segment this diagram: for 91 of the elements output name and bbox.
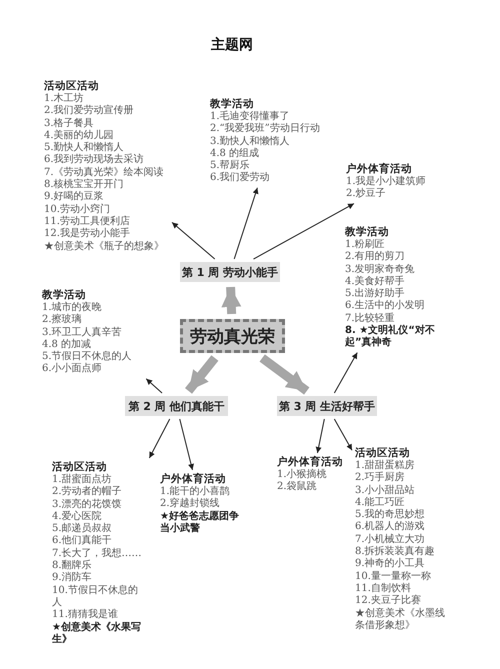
list-item: 7.《劳动真光荣》绘本阅读 (44, 166, 165, 178)
theme-box: 劳动真光荣 (180, 319, 285, 353)
list-item: 2.擦玻璃 (42, 314, 83, 327)
list-item: 1.木工坊 (44, 93, 85, 104)
list-item: 7.长大了，我想…… (52, 548, 143, 560)
list-item: 9.好喝的豆浆 (44, 191, 105, 204)
list-item: 1.小猴摘桃 (277, 469, 328, 480)
list-heading: 活动区活动 (44, 80, 100, 92)
list-item: 1.甜蜜面点坊 (52, 474, 113, 486)
list-item: 4.美丽的幼儿园 (44, 130, 115, 142)
list-item: 7.小机械立大功 (355, 534, 426, 546)
arrow (234, 187, 258, 260)
list-heading: 活动区活动 (52, 461, 108, 474)
list-item: 4.爱心医院 (52, 510, 103, 522)
arrow (172, 222, 216, 260)
list-heading: 户外体育活动 (160, 473, 227, 486)
list-item: 6.机器人的游戏 (355, 521, 426, 534)
block-arrow (260, 354, 310, 395)
list-item: 1.粉刷匠 (345, 239, 385, 251)
list-item: 1.甜甜蛋糕房 (355, 460, 416, 472)
list-item: 6.小小面点师 (42, 363, 103, 376)
list-item: 7.比较轻重 (345, 312, 396, 324)
week-box: 第 3 周 生活好帮手 (277, 396, 377, 416)
list-item: 10.量一量称一称 (355, 570, 432, 582)
list-item: 6.我到劳动现场去采访 (44, 154, 145, 166)
list-item: 2.袋鼠跳 (277, 481, 318, 494)
list-item: 12.夹豆子比赛 (355, 595, 422, 608)
list-item: 2.我们爱劳动宣传册 (44, 105, 135, 118)
list-item: 4.8 的组成 (210, 148, 260, 160)
list-item: 5.勤快人和懒惰人 (44, 142, 125, 154)
list-item: 11.自制饮料 (355, 582, 412, 594)
arrow (146, 378, 163, 394)
list-item: 3.环卫工人真辛苦 (42, 326, 123, 338)
list-item: 1.城市的夜晚 (42, 302, 103, 314)
list-item: 3.格子餐具 (44, 118, 95, 130)
list-item: 11.猜猜我是谁 (52, 609, 119, 621)
list-item: 2.炒豆子 (346, 188, 387, 201)
list-item: 1.毛迪变得懂事了 (210, 111, 291, 122)
list-item: 8.核桃宝宝开开门 (44, 179, 125, 191)
week-box: 第 1 周 劳动小能手 (180, 262, 280, 282)
list-item: 5.出游好助手 (345, 288, 406, 300)
list-item: 4.美食好帮手 (345, 276, 406, 288)
list-heading: 户外体育活动 (346, 163, 413, 176)
list-heading: 教学活动 (345, 226, 390, 239)
list-item: ★好爸爸志愿团争当小武警 (160, 510, 240, 536)
list-item: 2.劳动者的帽子 (52, 486, 123, 498)
list-item: ★创意美术《水墨线条借形象想》 (355, 608, 446, 632)
list-item: 10.节假日不休息的人 (52, 584, 139, 608)
list-item: 8.拆拆装装真有趣 (355, 546, 436, 558)
list-item: 2.巧手厨房 (355, 472, 406, 484)
list-item: 4.能工巧匠 (355, 496, 406, 508)
list-item: 12.我是劳动小能手 (44, 228, 131, 240)
list-item: 5.帮厨乐 (210, 160, 251, 172)
arrow (253, 203, 354, 260)
list-item: ★创意美术《瓶子的想象》 (44, 240, 165, 253)
list-item: 8.翻牌乐 (52, 560, 93, 572)
list-item: 6.生活中的小发明 (345, 300, 426, 312)
list-item: 6.我们爱劳动 (210, 172, 271, 185)
list-item: 4.8 的加减 (42, 338, 92, 350)
list-item: 9.神奇的小工具 (355, 558, 426, 571)
arrow (148, 418, 170, 458)
list-item: 8. ★文明礼仪“对不起”真神奇 (345, 325, 436, 350)
list-item: 5.邮递员叔叔 (52, 523, 113, 534)
arrow (316, 418, 325, 454)
arrow (334, 418, 352, 451)
list-item: ★创意美术《水果写生》 (52, 622, 142, 646)
list-item: 1.我是小小建筑师 (346, 176, 427, 188)
list-heading: 教学活动 (210, 98, 255, 110)
list-item: 3.漂亮的花馍馍 (52, 498, 123, 510)
arrow (334, 352, 358, 394)
arrow (179, 418, 194, 470)
list-heading: 户外体育活动 (277, 456, 344, 468)
list-item: 1.能干的小喜鹊 (160, 486, 231, 498)
list-item: 3.发明家奇奇兔 (345, 264, 416, 276)
list-item: 5.我的奇思妙想 (355, 509, 426, 520)
list-item: 10.劳动小窍门 (44, 204, 111, 216)
list-item: 3.勤快人和懒惰人 (210, 136, 291, 148)
list-item: 5.节假日不休息的人 (42, 351, 133, 362)
list-item: 2.有用的剪刀 (345, 251, 406, 264)
list-item: 6.他们真能干 (52, 535, 113, 548)
diagram-title: 主题网 (210, 36, 254, 54)
list-heading: 教学活动 (42, 289, 87, 302)
list-item: 3.小小甜品站 (355, 484, 416, 496)
week-box: 第 2 周 他们真能干 (125, 396, 228, 416)
block-arrow (185, 355, 218, 394)
list-item: 2.“我爱我班”劳动日行动 (210, 123, 321, 136)
list-item: 2.穿越封锁线 (160, 498, 221, 510)
list-item: 11.劳动工具便利店 (44, 216, 131, 228)
list-heading: 活动区活动 (355, 447, 411, 460)
block-arrow (221, 286, 242, 314)
list-item: 9.消防车 (52, 572, 93, 584)
